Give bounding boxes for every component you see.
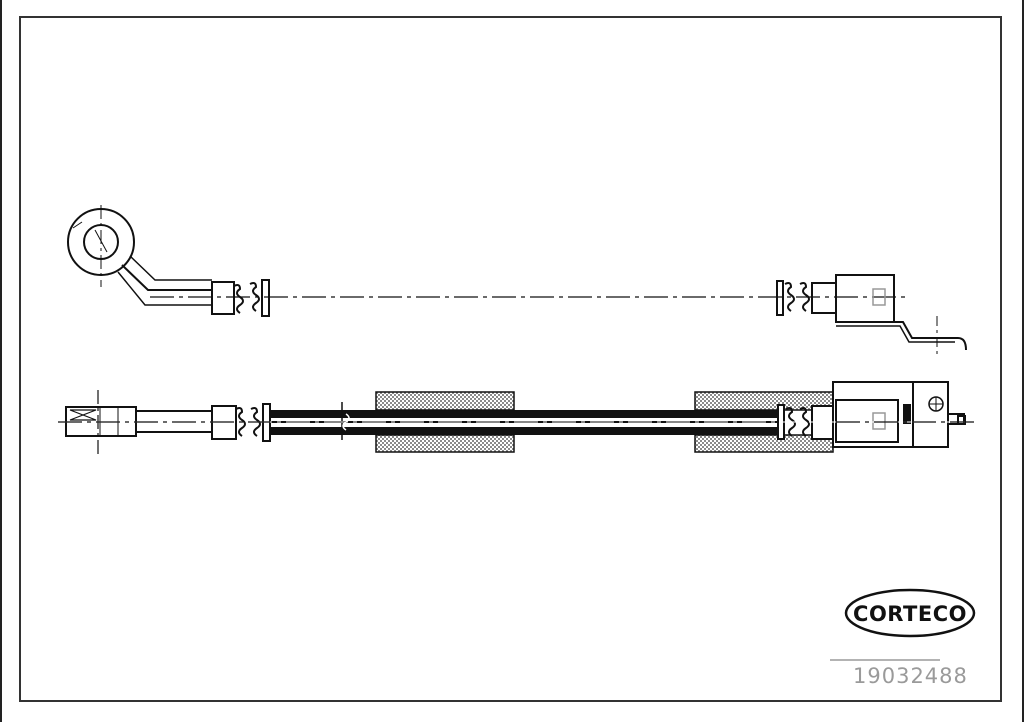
left-ferrule-top xyxy=(211,279,270,317)
outer-edge-left xyxy=(0,0,2,722)
corteco-logo: CORTECO xyxy=(844,588,976,638)
part-number: 19032488 xyxy=(853,664,968,688)
bracket-block-fitting xyxy=(832,381,966,448)
side-view xyxy=(58,381,975,455)
banjo-eye-fitting xyxy=(67,205,135,287)
top-view xyxy=(67,205,967,356)
outer-edge-right xyxy=(1022,0,1024,722)
right-ferrule-top xyxy=(776,280,837,316)
bracket-fitting-top xyxy=(835,274,967,356)
protective-sleeve-1 xyxy=(375,391,515,453)
logo-text: CORTECO xyxy=(853,602,967,626)
drawing-frame xyxy=(19,16,1002,702)
